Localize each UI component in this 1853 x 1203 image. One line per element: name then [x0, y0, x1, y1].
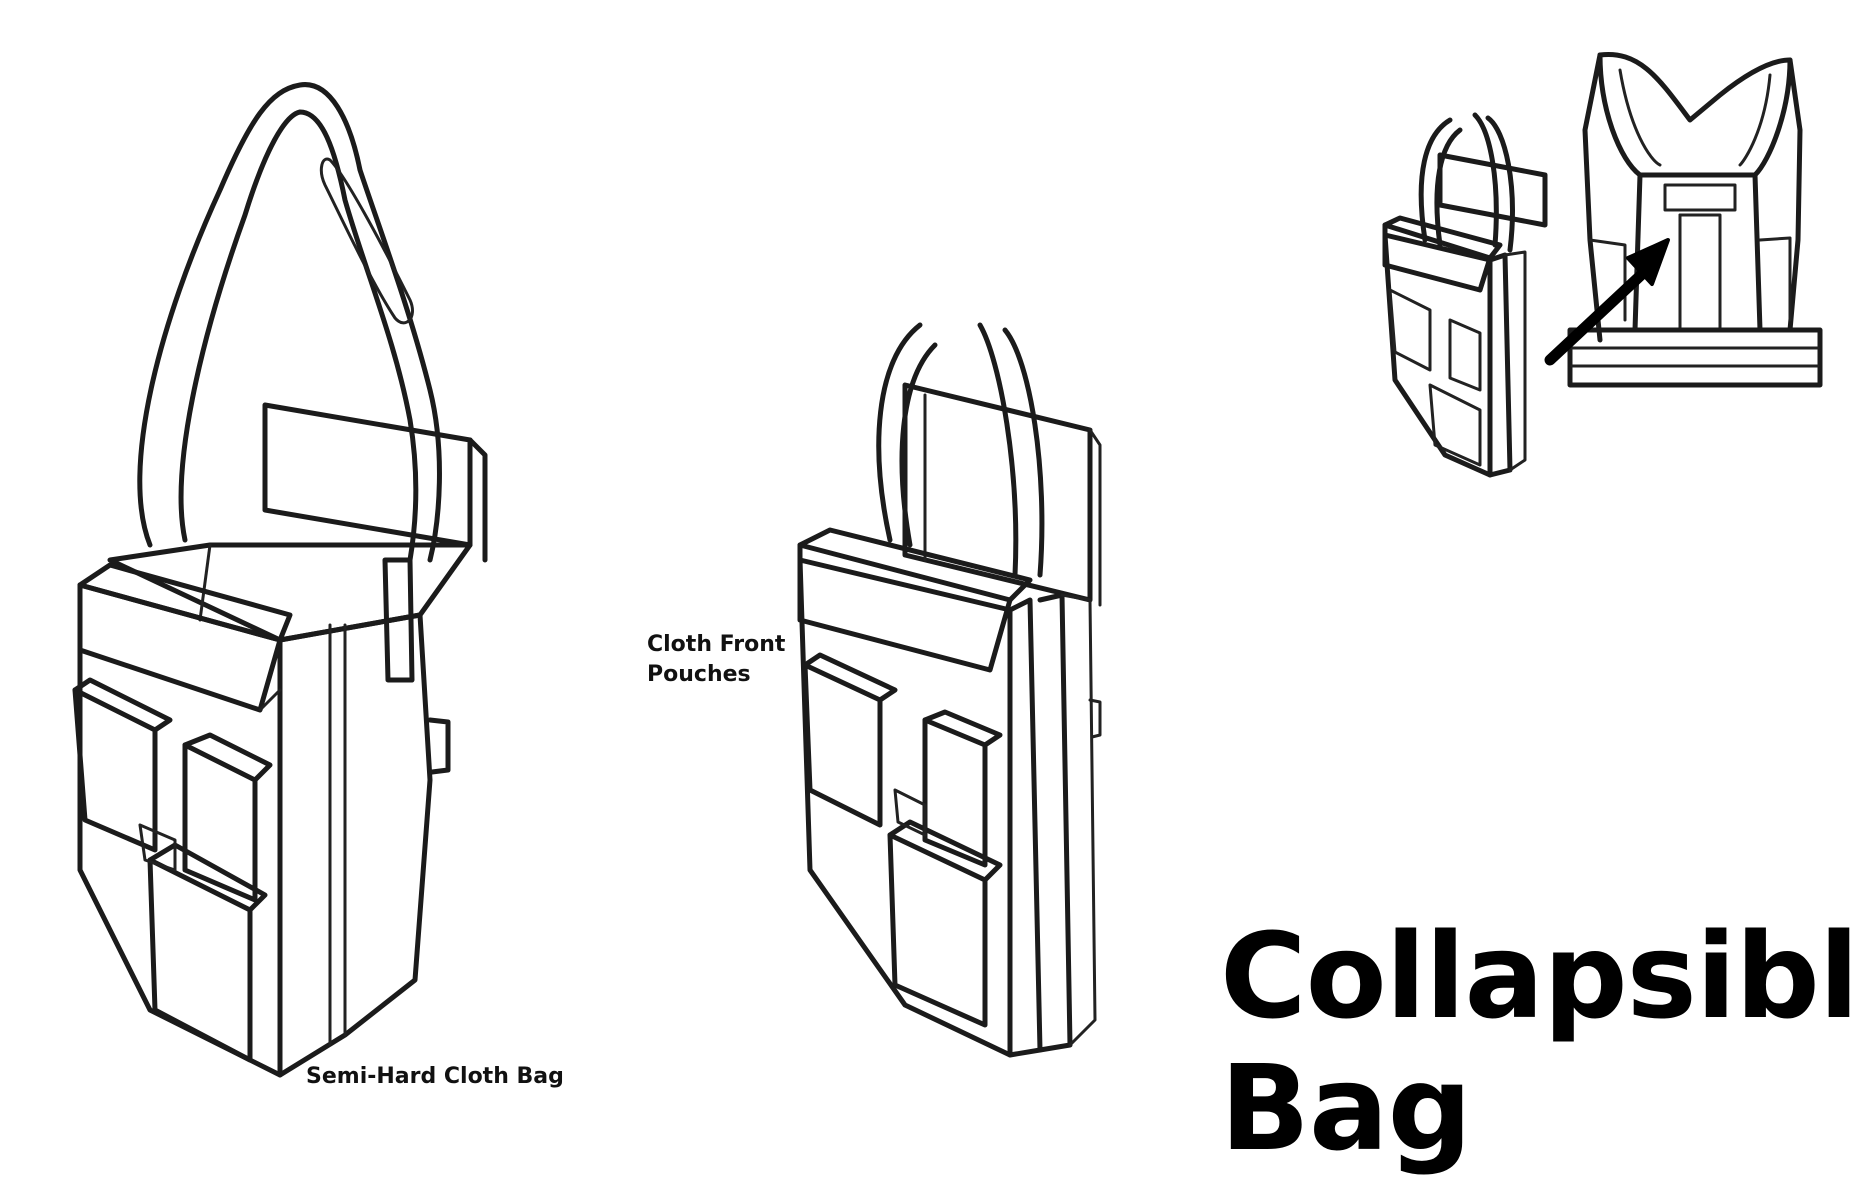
title-line2: Bag [1220, 1039, 1472, 1177]
attach-arrow [1544, 238, 1670, 366]
title-line1: Collapsible [1220, 907, 1853, 1045]
page-title: Collapsible Bag [1220, 910, 1853, 1174]
folded-bag-sketch [1382, 112, 1548, 478]
vest-sketch [1567, 51, 1823, 388]
open-bag-sketch [72, 82, 488, 1078]
label-semi-hard-cloth-bag: Semi-Hard Cloth Bag [306, 1064, 564, 1089]
collapsed-bag-sketch [797, 322, 1102, 1058]
label-cloth-front-line1: Cloth Front [647, 632, 786, 657]
label-cloth-front-line2: Pouches [647, 662, 751, 687]
